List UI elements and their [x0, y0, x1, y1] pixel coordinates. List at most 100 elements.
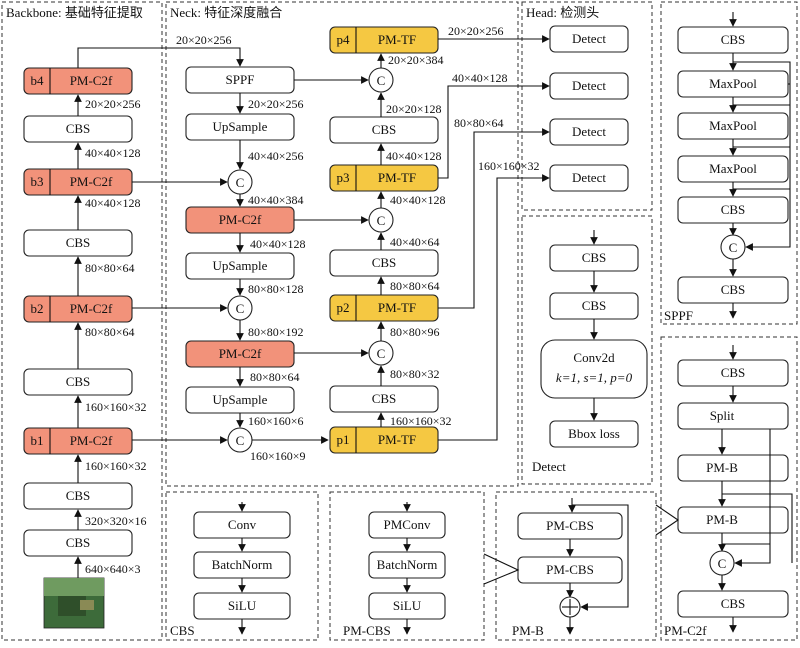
- neck-p4-pm-tf: p4 PM-TF: [329, 26, 439, 54]
- neck-concat-r3: C: [368, 340, 394, 366]
- neck-p3-pm-tf: p3 PM-TF: [329, 164, 439, 192]
- dim-up3-out: 160×160×6: [248, 414, 304, 428]
- svg-text:C: C: [377, 73, 386, 88]
- neck-upsample-3: UpSample: [185, 386, 295, 414]
- svg-text:C: C: [236, 301, 245, 316]
- svg-text:UpSample: UpSample: [213, 392, 268, 407]
- svg-text:CBS: CBS: [66, 121, 91, 136]
- svg-text:CBS: CBS: [721, 365, 746, 380]
- backbone-b1-pm-c2f: b1 PM-C2f: [23, 427, 133, 455]
- svg-text:C: C: [236, 433, 245, 448]
- svg-text:C: C: [718, 556, 727, 571]
- dim-cbs-r3-out: 80×80×32: [390, 367, 440, 381]
- cbs-batchnorm: BatchNorm: [193, 551, 291, 579]
- dim-p2-out: 80×80×64: [390, 279, 440, 293]
- dim-p3-out: 40×40×128: [386, 149, 442, 163]
- backbone-cbs-3: CBS: [23, 368, 133, 396]
- detect-bbox-loss: Bbox loss: [549, 420, 639, 448]
- pmc2f-cbs-2: CBS: [677, 590, 789, 618]
- svg-text:C: C: [377, 213, 386, 228]
- svg-text:Detect: Detect: [572, 78, 606, 93]
- dim-head-1: 20×20×256: [448, 24, 504, 38]
- neck-cbs-r3: CBS: [329, 385, 439, 413]
- svg-text:UpSample: UpSample: [213, 258, 268, 273]
- dim-up2-out: 80×80×128: [248, 282, 304, 296]
- head-detect-2: Detect: [549, 72, 629, 100]
- pmc2f-concat: C: [709, 550, 735, 576]
- svg-text:PM-TF: PM-TF: [378, 432, 416, 447]
- svg-text:PM-B: PM-B: [706, 512, 738, 527]
- input-image: [43, 577, 105, 629]
- dim-b3-in: 40×40×128: [85, 146, 141, 160]
- pmc2f-pmb-1: PM-B: [677, 454, 789, 482]
- svg-text:PM-CBS: PM-CBS: [546, 518, 594, 533]
- head-title: Head: 检测头: [526, 5, 599, 20]
- cbs-frame: [165, 491, 319, 641]
- svg-text:UpSample: UpSample: [213, 119, 268, 134]
- pmb-pm-cbs-1: PM-CBS: [517, 512, 623, 540]
- svg-text:b1: b1: [31, 433, 44, 448]
- dim-b2-out: 80×80×64: [85, 325, 135, 339]
- svg-text:PM-TF: PM-TF: [378, 300, 416, 315]
- cbs-title: CBS: [170, 623, 195, 638]
- svg-text:PM-C2f: PM-C2f: [70, 73, 113, 88]
- svg-text:CBS: CBS: [372, 255, 397, 270]
- svg-text:p1: p1: [337, 432, 350, 447]
- svg-text:C: C: [377, 346, 386, 361]
- pmcbs-silu: SiLU: [368, 592, 446, 620]
- svg-text:Conv2d: Conv2d: [573, 350, 615, 365]
- svg-text:b2: b2: [31, 301, 44, 316]
- dim-b4-out: 20×20×256: [85, 97, 141, 111]
- svg-text:CBS: CBS: [721, 32, 746, 47]
- svg-text:SiLU: SiLU: [393, 598, 422, 613]
- svg-text:C: C: [729, 240, 738, 255]
- cbs-conv: Conv: [193, 511, 291, 539]
- svg-text:Detect: Detect: [572, 124, 606, 139]
- svg-text:PM-CBS: PM-CBS: [546, 562, 594, 577]
- svg-text:p2: p2: [337, 300, 350, 315]
- neck-cbs-r2: CBS: [329, 249, 439, 277]
- head-detect-1: Detect: [549, 25, 629, 53]
- svg-text:CBS: CBS: [582, 250, 607, 265]
- neck-upsample-1: UpSample: [185, 113, 295, 141]
- neck-p1-pm-tf: p1 PM-TF: [329, 426, 439, 454]
- dim-head-2: 40×40×128: [452, 71, 508, 85]
- svg-text:CBS: CBS: [721, 202, 746, 217]
- dim-b3-out: 40×40×128: [85, 196, 141, 210]
- pmb-add: [559, 596, 581, 618]
- dim-c3-out: 160×160×9: [250, 449, 306, 463]
- svg-text:PM-C2f: PM-C2f: [70, 433, 113, 448]
- detect-title: Detect: [532, 459, 566, 474]
- dim-640: 640×640×3: [85, 562, 141, 576]
- svg-text:PM-TF: PM-TF: [378, 170, 416, 185]
- svg-text:BatchNorm: BatchNorm: [212, 557, 273, 572]
- svg-text:CBS: CBS: [66, 235, 91, 250]
- neck-pm-c2f-1: PM-C2f: [185, 206, 295, 234]
- pmcbs-batchnorm: BatchNorm: [368, 551, 446, 579]
- dim-pmc2f1-out: 40×40×128: [250, 237, 306, 251]
- sppf-maxpool-1: MaxPool: [677, 70, 789, 98]
- svg-text:PM-C2f: PM-C2f: [70, 174, 113, 189]
- cbs-silu: SiLU: [193, 592, 291, 620]
- svg-text:MaxPool: MaxPool: [709, 161, 757, 176]
- detect-frame: [521, 215, 653, 485]
- svg-text:CBS: CBS: [66, 488, 91, 503]
- pmcbs-pmconv: PMConv: [368, 511, 446, 539]
- svg-text:b3: b3: [31, 174, 44, 189]
- svg-text:CBS: CBS: [721, 596, 746, 611]
- dim-b1-in: 160×160×32: [85, 459, 147, 473]
- pmcbs-frame: [329, 491, 485, 641]
- detect-cbs-2: CBS: [549, 292, 639, 320]
- sppf-frame: [660, 1, 798, 325]
- dim-c2-out: 80×80×192: [248, 325, 304, 339]
- svg-text:SPPF: SPPF: [226, 72, 255, 87]
- zoom-pmcbs: [483, 553, 520, 585]
- dim-cbs-r1-out: 20×20×128: [386, 102, 442, 116]
- svg-text:CBS: CBS: [66, 535, 91, 550]
- zoom-pmb: [655, 504, 679, 536]
- svg-text:CBS: CBS: [582, 298, 607, 313]
- sppf-cbs-1: CBS: [677, 26, 789, 54]
- svg-text:PM-C2f: PM-C2f: [219, 212, 262, 227]
- dim-up1-out: 40×40×256: [248, 149, 304, 163]
